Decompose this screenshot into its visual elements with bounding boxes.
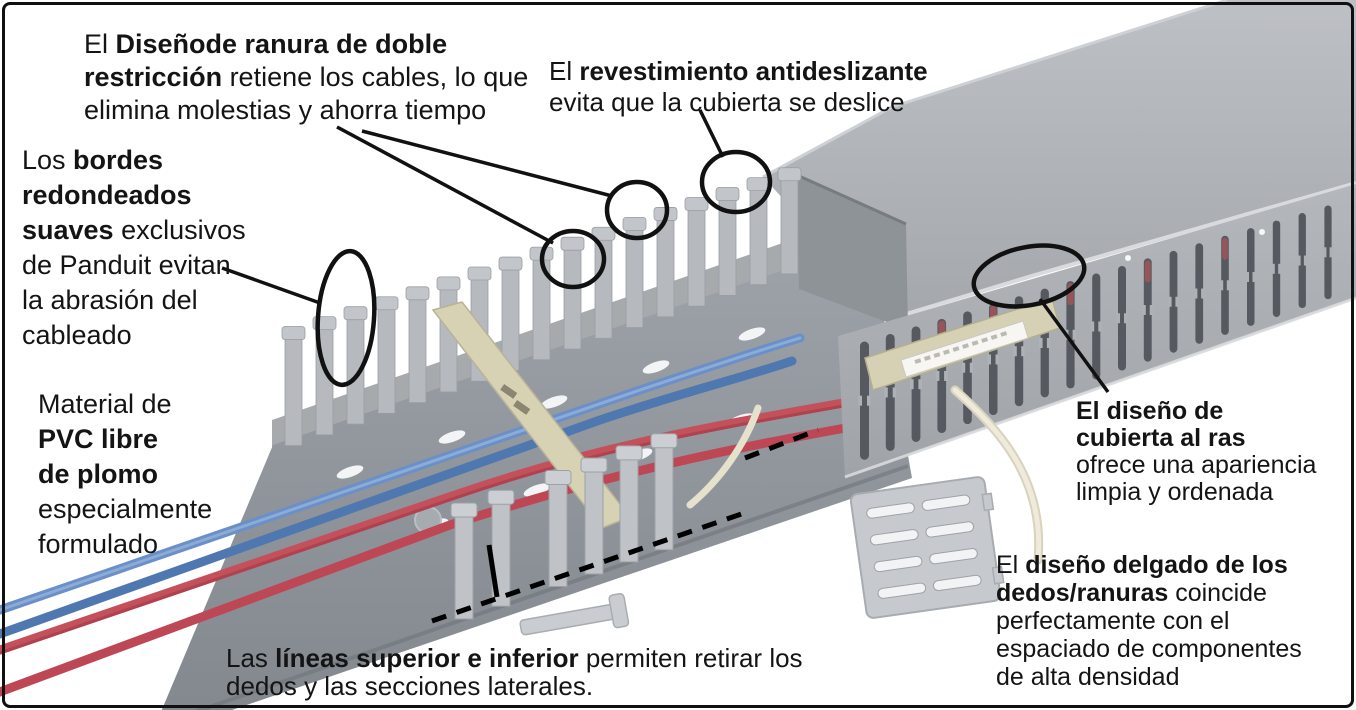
- annotation-slim-fingers: El diseño delgado de los dedos/ranuras c…: [996, 551, 1302, 691]
- duct-back-fingers: [281, 167, 802, 446]
- wall-slot: [1193, 243, 1205, 344]
- floor-slot: [336, 465, 364, 479]
- annotation-pvc-material: Material de PVC libre de plomo especialm…: [38, 389, 213, 559]
- score-line-upper: [744, 427, 819, 461]
- duct-finger: [560, 236, 585, 350]
- duct-finger: [405, 286, 430, 404]
- duct-finger: [374, 296, 399, 414]
- side-section-piece: [849, 476, 1005, 619]
- duct-finger: [498, 256, 523, 371]
- annotation-slot-design: El Diseñode ranura de doble restricción …: [84, 29, 529, 125]
- score-lines: [431, 427, 819, 624]
- duct-finger: [580, 457, 608, 575]
- duct-finger: [591, 226, 616, 339]
- duct-finger: [281, 326, 306, 446]
- annotation-score-lines: Las líneas superior e inferior permiten …: [226, 643, 803, 701]
- annotation-anti-slip: El revestimiento antideslizante evita qu…: [549, 56, 928, 117]
- score-line-lower: [431, 508, 751, 624]
- duct-finger: [684, 197, 709, 307]
- wall-slot: [1322, 205, 1334, 300]
- wall-slot: [1271, 220, 1282, 317]
- floor-slot: [438, 430, 466, 444]
- floor-slot: [642, 360, 670, 374]
- cable-blue-pair: [0, 333, 805, 639]
- duct-finger: [450, 502, 478, 620]
- wall-slot: [1142, 258, 1154, 362]
- callout-circle-rounded-edges: [315, 248, 377, 388]
- duct-standing-fingers: [450, 433, 678, 620]
- callout-circle-slot-design-a: [539, 228, 607, 290]
- duct-finger: [615, 445, 643, 563]
- duct-finger: [343, 306, 368, 425]
- wall-slot: [858, 341, 871, 460]
- callout-circle-anti-slip: [699, 149, 773, 215]
- wall-slot: [1245, 228, 1256, 326]
- duct-finger: [544, 469, 572, 587]
- callout-line-rounded-edges: [221, 266, 321, 305]
- callout-line-flush-cover: [1038, 297, 1110, 394]
- duct-cover: [762, 0, 1356, 330]
- cover-end-face: [797, 176, 908, 330]
- wall-slot: [1168, 250, 1179, 353]
- wall-slot: [1297, 213, 1308, 309]
- cable-cream: [686, 385, 1044, 565]
- wall-slot: [1090, 273, 1102, 380]
- callouts: [221, 109, 1110, 394]
- duct-finger: [622, 216, 647, 328]
- annotation-rounded-edges: Los bordes redondeados suaves exclusivos…: [22, 145, 246, 350]
- floor-slot: [540, 395, 568, 409]
- duct-finger: [650, 433, 678, 551]
- callout-circle-flush-cover: [971, 243, 1087, 309]
- wall-slot: [1219, 235, 1231, 335]
- floor-slot: [738, 327, 766, 341]
- score-pointer-line: [486, 544, 500, 598]
- callout-line-anti-slip: [698, 109, 725, 158]
- annotation-flush-cover: El diseño de cubierta al ras ofrece una …: [1076, 397, 1317, 506]
- callout-line-slot-design-b: [361, 129, 613, 198]
- removed-finger: [519, 592, 630, 636]
- floor-slot: [523, 483, 551, 497]
- callout-line-slot-design-a: [336, 125, 554, 245]
- callout-circle-slot-design-b: [604, 179, 670, 241]
- duct-finger: [777, 167, 802, 275]
- wall-slot: [1116, 265, 1128, 371]
- duct-finger: [715, 187, 740, 296]
